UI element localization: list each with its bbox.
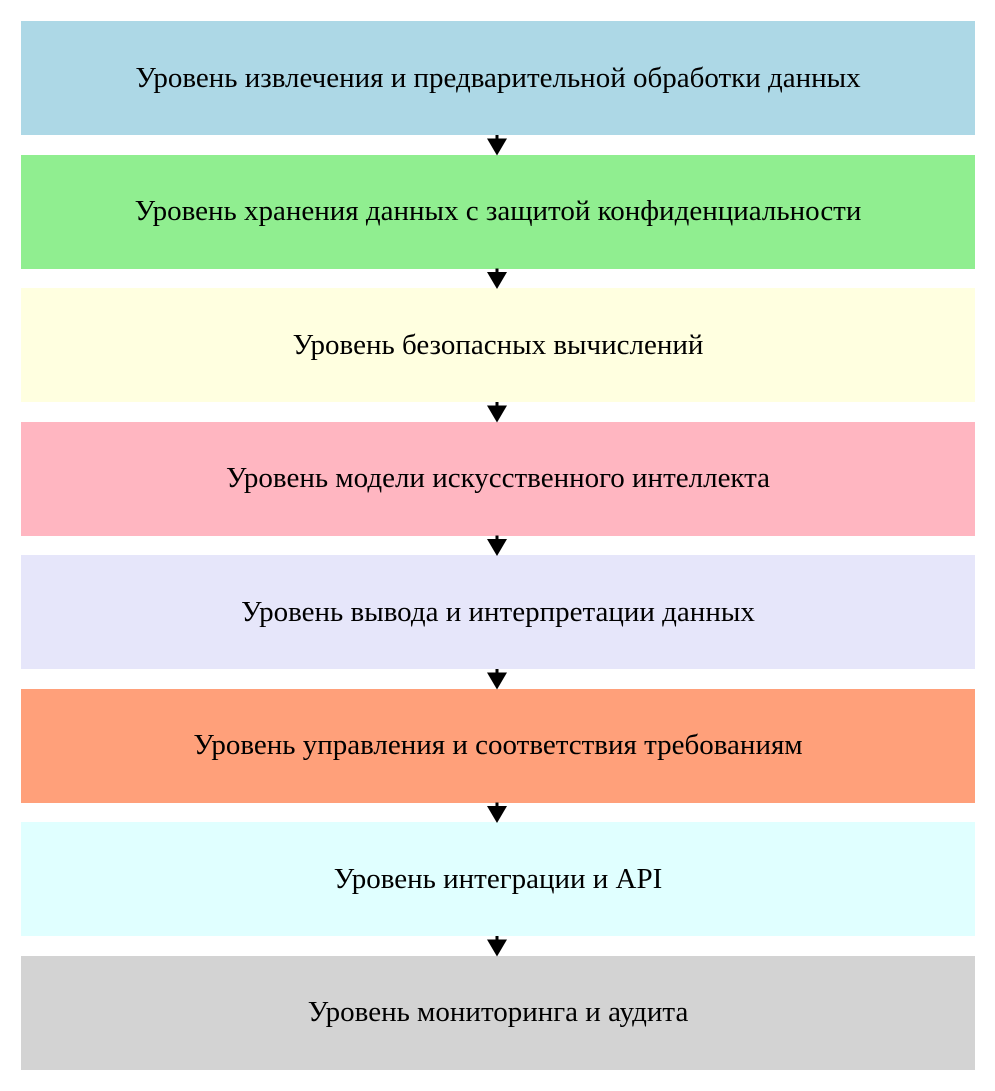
layer-label: Уровень модели искусственного интеллекта	[225, 462, 771, 494]
layer-output-interpretation: Уровень вывода и интерпретации данных	[21, 555, 975, 669]
flow-arrow	[487, 402, 507, 423]
layer-label: Уровень интеграции и API	[333, 862, 663, 895]
layer-secure-computation: Уровень безопасных вычислений	[21, 288, 975, 402]
flow-arrow	[487, 535, 507, 556]
layer-label: Уровень хранения данных с защитой конфид…	[134, 195, 862, 227]
layer-label: Уровень управления и соответствия требов…	[193, 729, 803, 761]
layer-integration-api: Уровень интеграции и API	[21, 822, 975, 936]
layer-label: Уровень безопасных вычислений	[292, 328, 704, 361]
flow-arrow	[487, 936, 507, 957]
layer-ai-model: Уровень модели искусственного интеллекта	[21, 421, 975, 536]
layer-label: Уровень извлечения и предварительной обр…	[135, 61, 861, 94]
layer-data-extraction: Уровень извлечения и предварительной обр…	[21, 21, 975, 135]
layer-label: Уровень вывода и интерпретации данных	[241, 595, 755, 628]
layer-monitoring-audit: Уровень мониторинга и аудита	[21, 955, 975, 1070]
layer-label: Уровень мониторинга и аудита	[307, 996, 689, 1028]
flow-arrow	[487, 268, 507, 289]
layer-governance-compliance: Уровень управления и соответствия требов…	[21, 688, 975, 803]
layer-private-storage: Уровень хранения данных с защитой конфид…	[21, 154, 975, 269]
flow-arrow	[487, 669, 507, 690]
flow-arrow	[487, 135, 507, 156]
flow-arrow	[487, 802, 507, 823]
